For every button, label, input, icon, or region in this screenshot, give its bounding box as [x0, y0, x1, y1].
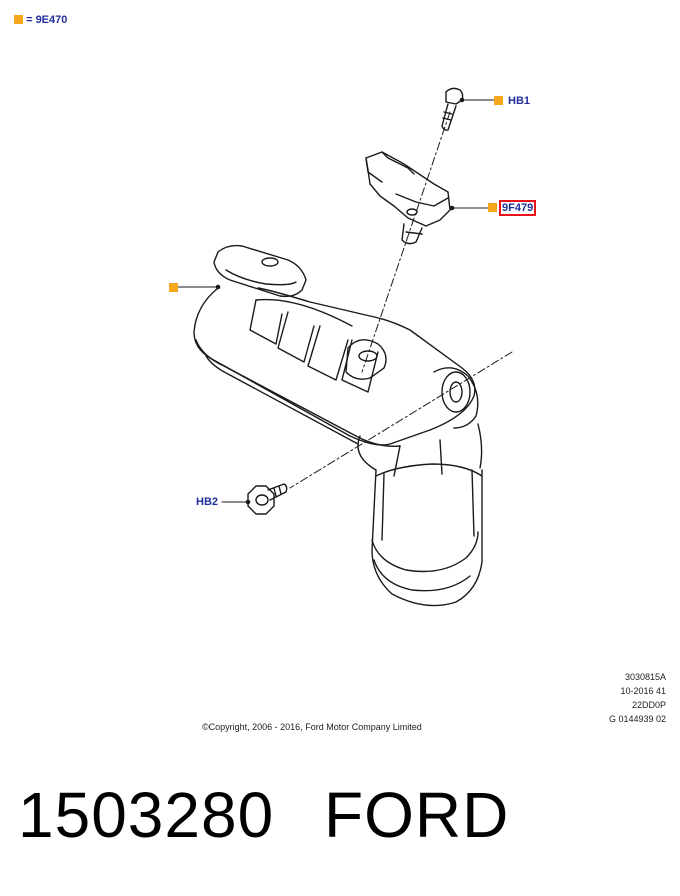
- intake-manifold: [193, 244, 483, 607]
- orange-square-icon: [14, 15, 23, 24]
- legend-part-code[interactable]: 9E470: [35, 14, 68, 26]
- callout-hb1[interactable]: HB1: [508, 95, 531, 107]
- brand-name: FORD: [324, 779, 510, 851]
- part-number: 1503280: [18, 779, 275, 851]
- hb1-bolt: [441, 87, 464, 131]
- callout-9f479[interactable]: 9F479: [499, 200, 537, 216]
- center-line-upper: [361, 111, 451, 373]
- center-line-diag: [289, 351, 513, 489]
- hb2-bolt: [247, 483, 288, 515]
- legend: = 9E470: [14, 14, 67, 26]
- reference-line-1: 3030815A: [624, 672, 666, 682]
- legend-equals: =: [26, 14, 33, 26]
- callout-hb2[interactable]: HB2: [196, 496, 219, 508]
- copyright-text: ©Copyright, 2006 - 2016, Ford Motor Comp…: [202, 722, 422, 732]
- reference-line-3: 22DD0P: [631, 700, 666, 710]
- sensor-9f479: [365, 151, 451, 245]
- orange-square-icon: [494, 96, 503, 105]
- reference-line-2: 10-2016 41: [620, 686, 666, 696]
- orange-square-icon: [169, 283, 178, 292]
- reference-line-4: G 0144939 02: [608, 714, 666, 724]
- reference-block: 3030815A 10-2016 41 22DD0P G 0144939 02: [609, 670, 666, 726]
- orange-square-icon: [488, 203, 497, 212]
